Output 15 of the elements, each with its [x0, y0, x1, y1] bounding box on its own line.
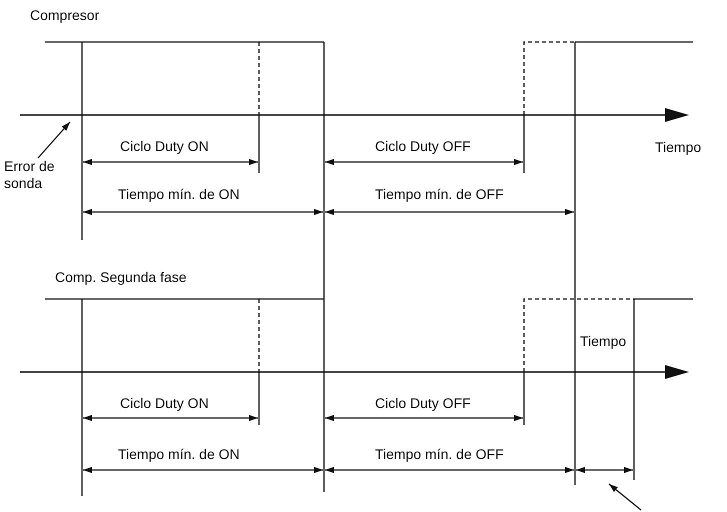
dimension-label: Tiempo mín. de OFF: [375, 186, 504, 203]
time-axis: [20, 108, 689, 122]
leader-arrow: [38, 122, 70, 158]
axis-label: Tiempo: [580, 333, 626, 350]
signal-label: Comp. Segunda fase: [55, 269, 187, 286]
dimension-label: Tiempo mín. de OFF: [375, 446, 504, 463]
axis-label: Tiempo: [655, 139, 702, 156]
dimension-label: Ciclo Duty OFF: [375, 138, 471, 155]
dimension-label: Tiempo mín. de ON: [118, 446, 240, 463]
callout-text: Error de sonda: [4, 158, 64, 192]
signal-label: Compresor: [30, 7, 100, 24]
dimension-label: Ciclo Duty OFF: [375, 395, 471, 412]
dimension-label: Ciclo Duty ON: [120, 138, 209, 155]
dimension-label: Ciclo Duty ON: [120, 395, 209, 412]
dimension-label: Tiempo mín. de ON: [118, 186, 240, 203]
